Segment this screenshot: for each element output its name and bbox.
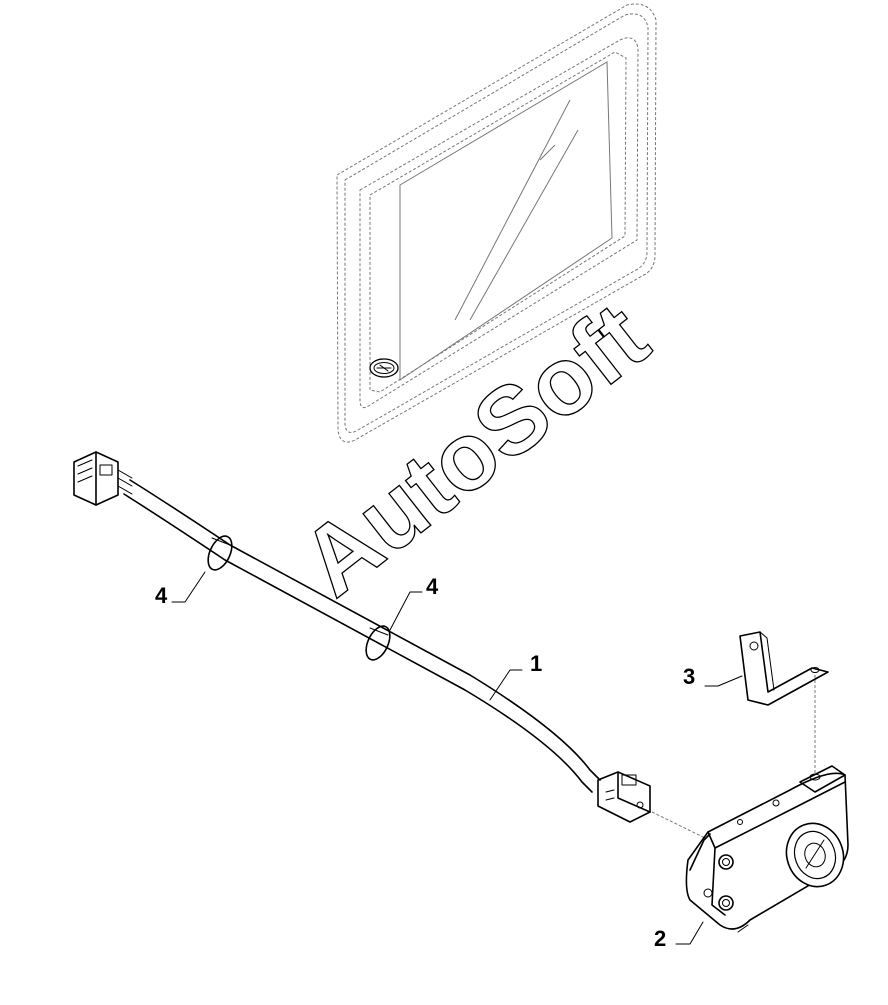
brand-badge-icon	[369, 358, 399, 378]
monitor-display	[336, 3, 657, 443]
callout-4-right: 4	[426, 574, 439, 599]
cable-tie-1	[207, 535, 233, 571]
callout-4-left: 4	[155, 583, 168, 608]
harness-connector-left	[73, 451, 133, 506]
callout-3: 3	[683, 664, 695, 689]
callout-leaders	[171, 571, 743, 945]
rear-camera	[685, 765, 849, 933]
wiring-harness	[73, 451, 651, 823]
camera-lens-icon	[785, 822, 845, 888]
callout-1: 1	[530, 651, 542, 676]
callout-2: 2	[654, 926, 666, 951]
watermark-text: AutoSoft	[282, 283, 667, 617]
harness-connector-right	[597, 771, 651, 823]
cable-tie-2	[365, 625, 391, 661]
mounting-bracket	[739, 631, 829, 706]
